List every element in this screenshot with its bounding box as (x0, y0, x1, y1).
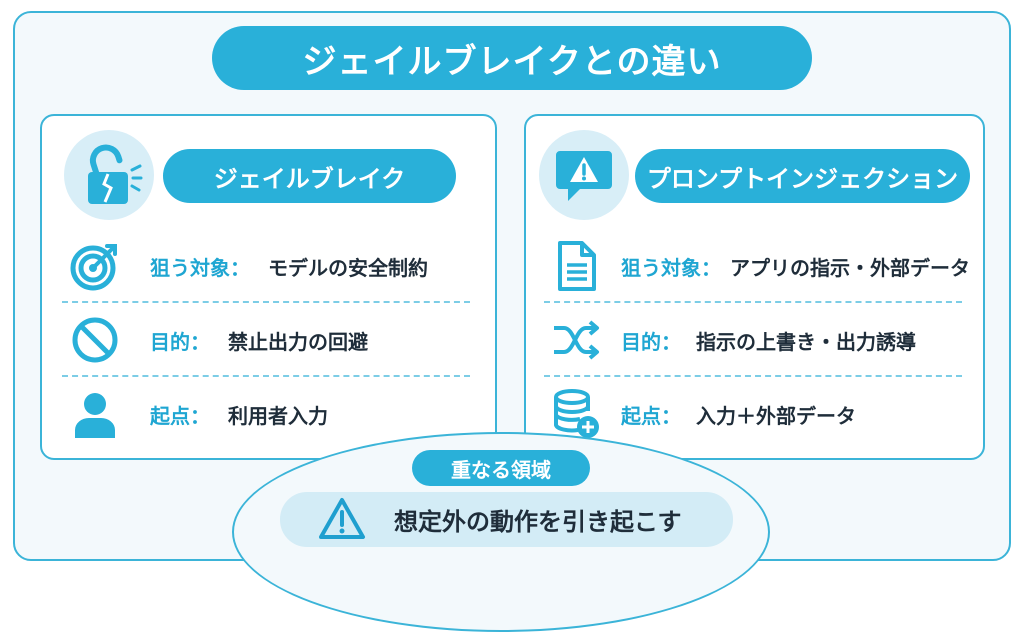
warning-icon (318, 496, 366, 542)
list-item: 狙う対象： アプリの指示・外部データ (524, 236, 985, 296)
shuffle-icon (546, 310, 606, 370)
row-label: 狙う対象： (621, 255, 721, 280)
broken-lock-icon (64, 130, 154, 220)
list-item: 起点： 入力＋外部データ (524, 384, 985, 444)
list-item: 狙う対象： モデルの安全制約 (40, 236, 497, 296)
row-value: 入力＋外部データ (696, 403, 856, 428)
prohibited-icon (65, 310, 125, 370)
user-icon (65, 384, 125, 444)
overlap-tag: 重なる領域 (412, 450, 590, 486)
list-item: 目的： 指示の上書き・出力誘導 (524, 310, 985, 370)
row-value: モデルの安全制約 (268, 255, 428, 280)
warning-speech-bubble-icon (539, 130, 629, 220)
target-icon (65, 236, 125, 296)
row-value: 指示の上書き・出力誘導 (696, 329, 916, 354)
prompt-injection-heading: プロンプトインジェクション (635, 149, 970, 203)
row-label: 目的： (621, 329, 681, 354)
divider (544, 375, 962, 377)
divider (62, 301, 470, 303)
row-label: 起点： (150, 403, 210, 428)
list-item: 起点： 利用者入力 (40, 384, 497, 444)
jailbreak-heading: ジェイルブレイク (163, 149, 456, 203)
divider (544, 301, 962, 303)
database-add-icon (546, 384, 606, 444)
overlap-text: 想定外の動作を引き起こす (394, 508, 682, 536)
list-item: 目的： 禁止出力の回避 (40, 310, 497, 370)
row-value: アプリの指示・外部データ (730, 255, 970, 280)
row-label: 起点： (621, 403, 681, 428)
row-value: 禁止出力の回避 (228, 329, 368, 354)
page-title: ジェイルブレイクとの違い (212, 26, 812, 90)
row-value: 利用者入力 (228, 403, 328, 428)
divider (62, 375, 470, 377)
document-icon (546, 236, 606, 296)
row-label: 目的： (150, 329, 210, 354)
row-label: 狙う対象： (150, 255, 250, 280)
